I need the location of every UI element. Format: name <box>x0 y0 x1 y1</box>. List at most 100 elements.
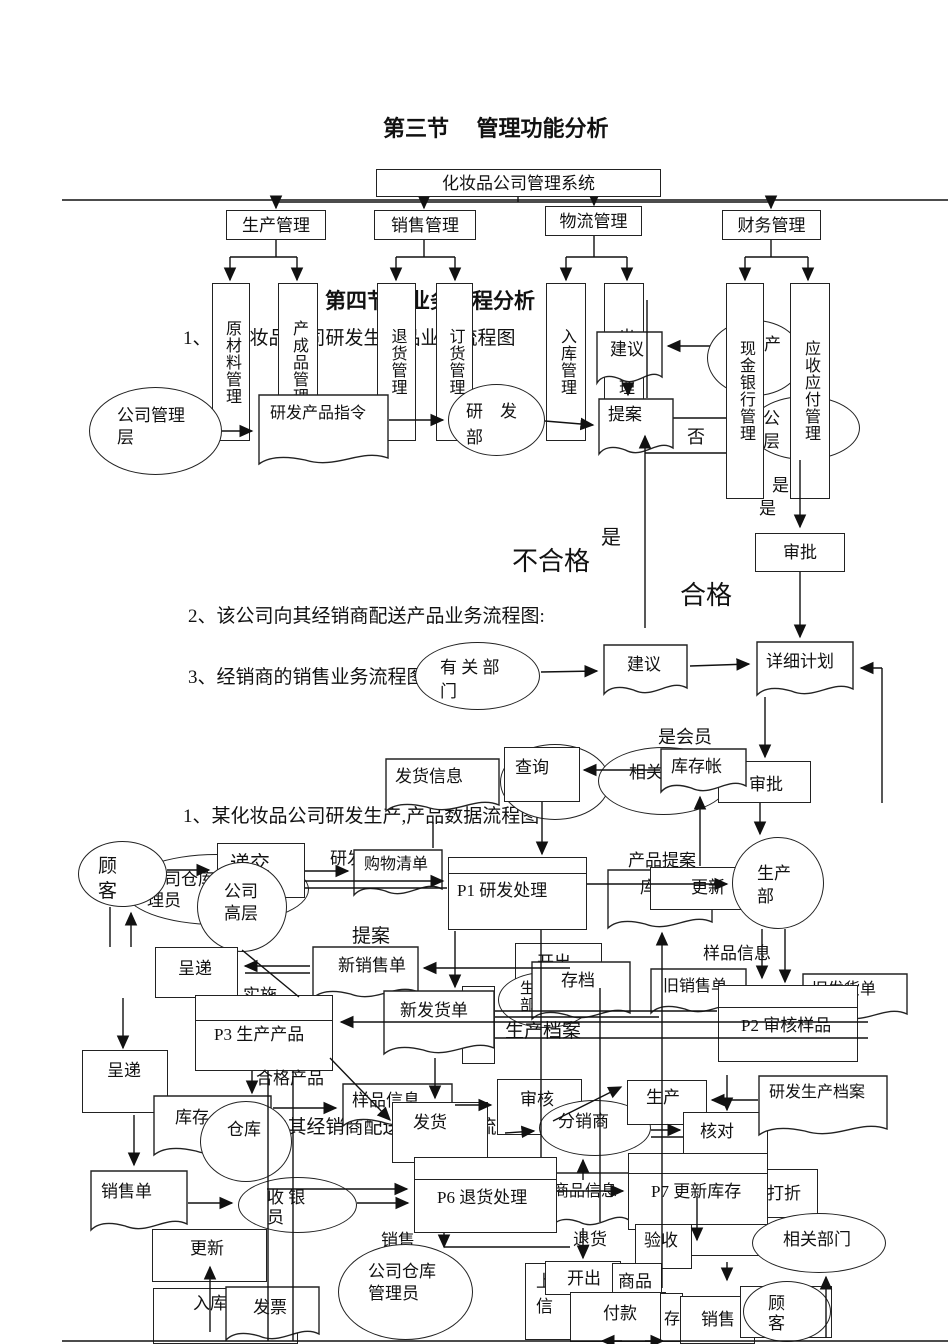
box-gengxin-1-label: 更新 <box>691 878 725 897</box>
org-yingshou: 应收应付管理 <box>790 283 830 499</box>
label-youguanbumen: 有 关 部 门 <box>440 658 500 701</box>
ellipse-guke-1 <box>78 841 167 907</box>
org-shengchan: 生产管理 <box>226 210 326 240</box>
doc-yanfachanpinzhiling-label: 研发产品指令 <box>270 405 367 422</box>
label-hege: 合格 <box>680 581 733 610</box>
doc-gouwuqingdan: 购物清单 <box>353 849 443 897</box>
proc-p6-tuihuochuli: P6 退货处理 <box>414 1157 557 1233</box>
box-fahuo: 发货 <box>392 1102 488 1163</box>
doc-xiangxijihua: 详细计划 <box>756 641 854 697</box>
doc-jianyi-2-label: 建议 <box>627 655 661 674</box>
doc-kucunzhang-outline <box>660 748 747 794</box>
org-yuancailiao: 原材料管理 <box>212 283 250 441</box>
org-xiaoshou-label: 销售管理 <box>391 215 459 235</box>
box-yanshou-label: 验收 <box>644 1231 678 1250</box>
label-tuihuo: 退货 <box>573 1230 607 1249</box>
label-shengchandangan: 生产档案 <box>505 1021 582 1042</box>
box-hedui: 核对 <box>683 1112 768 1155</box>
box-cun-label: 存 <box>664 1311 681 1328</box>
box-chengdi-1: 呈递 <box>155 947 238 998</box>
org-xiaoshou: 销售管理 <box>374 210 476 240</box>
label-chanpintian: 产品提案 <box>628 851 696 870</box>
doc-fahuoxinxi-outline <box>385 758 500 813</box>
doc-xiaoshoudan-outline <box>90 1170 188 1232</box>
label-shengchanbu-2: 生 部 <box>520 981 536 1014</box>
box-chaxun-label: 查询 <box>515 758 549 777</box>
doc-xiaoshoudan-label: 销售单 <box>101 1182 152 1201</box>
doc-xinxiaoshoudan-outline <box>312 946 419 1000</box>
para-3: 3、经销商的销售业务流程图 <box>188 667 426 688</box>
doc-jianyi-1-outline <box>596 331 663 386</box>
doc-cundang: 存档 <box>531 961 631 1021</box>
doc-fapiao: 发票 <box>225 1286 320 1342</box>
doc-yanfashengchandangan: 研发生产档案 <box>758 1075 888 1137</box>
para-2: 2、该公司向其经销商配送产品业务流程图: <box>188 606 545 627</box>
org-wuliu-label: 物流管理 <box>559 211 628 231</box>
box-chaxun: 查询 <box>504 747 580 802</box>
box-cun: 存 <box>660 1293 683 1342</box>
ellipse-cangku <box>200 1101 292 1182</box>
label-fenxiaoshang: 分销商 <box>558 1112 609 1131</box>
box-yanshou: 验收 <box>635 1224 692 1269</box>
label-shi-a: 是 <box>772 476 789 495</box>
label-gongceng: 公 层 <box>763 409 780 451</box>
doc-yanfashengchandangan-label: 研发生产档案 <box>769 1084 866 1101</box>
doc-kucun-label: 库存 <box>175 1108 209 1127</box>
doc-kucunzhang: 库存帐 <box>660 748 747 794</box>
label-shi-c: 是 <box>601 527 621 549</box>
label-guke-1: 顾 客 <box>98 856 118 902</box>
box-gengxin-2-label: 更新 <box>190 1239 224 1258</box>
doc-jianyi-1-label: 建议 <box>610 340 644 359</box>
label-shouyinyuan: 收 银 员 <box>267 1188 306 1227</box>
doc-tian-label: 提案 <box>608 405 642 424</box>
label-yangpinxinxi-1: 样品信息 <box>703 944 771 963</box>
box-shenhe-label: 审核 <box>520 1090 554 1109</box>
ellipse-gongsigaoceng <box>197 862 287 952</box>
org-root: 化妆品公司管理系统 <box>376 169 661 197</box>
label-xiangguan: 相关 <box>629 763 663 782</box>
doc-yanfachanpinzhiling-outline <box>258 394 389 466</box>
doc-shangpinxinxi-label: 商品信息 <box>553 1183 618 1200</box>
ellipse-guke-2 <box>743 1281 831 1342</box>
label-xiangguanbumen: 相关部门 <box>783 1230 851 1249</box>
box-shengchan-label: 生产 <box>646 1088 680 1107</box>
doc-xinxiaoshoudan-label: 新销售单 <box>338 956 406 975</box>
proc-p1-yanfachuli-divider <box>449 873 586 874</box>
doc-cundang-label: 存档 <box>561 971 595 990</box>
label-hegechanpin: 合格产品 <box>256 1069 324 1088</box>
label-buhege: 不合格 <box>512 547 591 576</box>
label-fou: 否 <box>687 427 705 447</box>
doc-xiangxijihua-outline <box>756 641 854 697</box>
ellipse-yanfabu <box>448 384 545 456</box>
para-1: 1、某化妆品公司研发生产品业务流程图 <box>183 328 516 349</box>
doc-fahuoxinxi-label: 发货信息 <box>395 767 463 786</box>
proc-p1-yanfachuli-label: P1 研发处理 <box>457 881 548 900</box>
ellipse-gongsiguanliceng <box>89 387 222 475</box>
box-dazhe-label: 打折 <box>767 1184 801 1203</box>
ellipse-youguanbumen <box>415 642 540 710</box>
label-gongsigaoceng: 公司 高层 <box>224 882 258 923</box>
doc-fapiao-outline <box>225 1286 320 1342</box>
label-yanfabu: 研 发 部 <box>466 402 517 447</box>
ellipse-shengchanbu <box>732 837 824 929</box>
doc-xiaoshoudan: 销售单 <box>90 1170 188 1232</box>
section4-title: 第四节 业务流程分析 <box>325 289 535 313</box>
doc-fahuoxinxi: 发货信息 <box>385 758 500 813</box>
proc-p2-shenheyangpin: P2 审核样品 <box>718 985 858 1062</box>
box-hedui-label: 核对 <box>700 1122 734 1141</box>
proc-p3-shengchanchanpin-label: P3 生产产品 <box>214 1025 305 1044</box>
ellipse-xiangguanbumen <box>752 1213 886 1273</box>
doc-fapiao-label: 发票 <box>253 1298 287 1317</box>
label-guke-2: 顾 客 <box>768 1294 785 1333</box>
org-shengchan-label: 生产管理 <box>242 215 310 235</box>
org-wuliu: 物流管理 <box>545 206 642 236</box>
label-chan: 产 <box>764 335 781 354</box>
doc-jianyi-1: 建议 <box>596 331 663 386</box>
box-fukuan: 付款 <box>570 1292 666 1342</box>
proc-p7-gengxinkucun-label: P7 更新库存 <box>651 1182 742 1201</box>
org-root-label: 化妆品公司管理系统 <box>442 173 595 193</box>
box-fahuo-label: 发货 <box>413 1113 447 1132</box>
proc-p2-shenheyangpin-divider <box>719 1007 857 1008</box>
ellipse-shouyinyuan <box>238 1177 357 1233</box>
proc-p7-gengxinkucun: P7 更新库存 <box>628 1153 768 1230</box>
